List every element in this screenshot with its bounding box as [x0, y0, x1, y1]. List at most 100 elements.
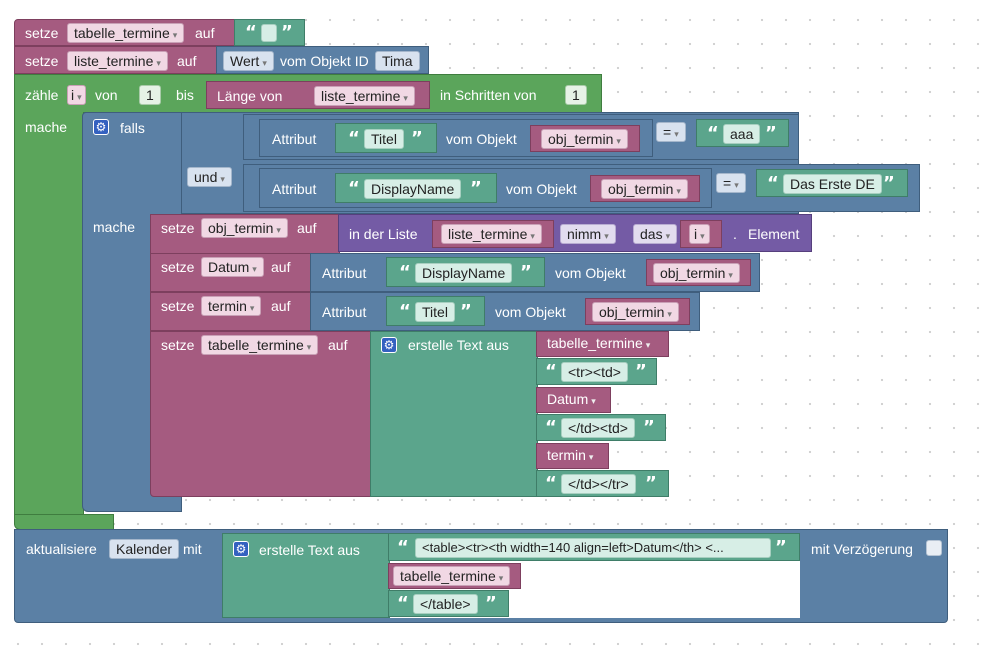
- var-dropdown[interactable]: tabelle_termine▾: [201, 335, 319, 355]
- auf-label: auf: [271, 259, 291, 275]
- var-dropdown[interactable]: Datum▾: [541, 390, 602, 410]
- get-value-block[interactable]: Wert▾ vom Objekt ID Tima: [216, 46, 429, 74]
- text-field[interactable]: </table>: [413, 594, 478, 614]
- auf-label: auf: [271, 298, 291, 314]
- und-dropdown[interactable]: und▾: [187, 167, 232, 187]
- chevron-down-icon: ▾: [728, 270, 733, 280]
- target-field[interactable]: Kalender: [109, 539, 180, 559]
- quote-close-icon: ”: [645, 473, 657, 494]
- text-field[interactable]: Titel: [364, 129, 404, 149]
- text-field[interactable]: </td></tr>: [561, 474, 636, 494]
- quote-close-icon: ”: [775, 537, 787, 558]
- text-field[interactable]: [261, 24, 277, 42]
- obj-var-block[interactable]: obj_termin▾: [590, 175, 700, 202]
- text-field[interactable]: DisplayName: [415, 263, 513, 283]
- join-item-text[interactable]: “ </td></tr> ”: [536, 470, 669, 497]
- quote-close-icon: ”: [765, 123, 777, 144]
- das-dropdown[interactable]: das▾: [633, 224, 678, 244]
- delay-checkbox[interactable]: [926, 540, 942, 556]
- set-termin-block[interactable]: setze termin▾ auf: [150, 292, 315, 331]
- text-field[interactable]: aaa: [723, 124, 761, 144]
- list-var-dropdown[interactable]: liste_termine▾: [314, 86, 415, 106]
- wert-dropdown[interactable]: Wert▾: [223, 51, 274, 71]
- join-item-text[interactable]: “ </table> ”: [388, 590, 509, 617]
- step-number[interactable]: 1: [565, 85, 587, 105]
- object-id-field[interactable]: Tima: [375, 51, 420, 71]
- chevron-down-icon: ▾: [674, 129, 679, 139]
- obj-var-dropdown[interactable]: obj_termin▾: [592, 302, 679, 322]
- chevron-down-icon: ▾: [645, 340, 651, 350]
- text-field[interactable]: Das Erste DE: [783, 174, 882, 194]
- list-var-dropdown[interactable]: liste_termine▾: [441, 224, 542, 244]
- obj-var-block[interactable]: obj_termin▾: [530, 125, 640, 152]
- length-of-block[interactable]: Länge von liste_termine▾: [206, 81, 430, 109]
- index-dropdown[interactable]: i▾: [689, 224, 710, 244]
- obj-var-block[interactable]: obj_termin▾: [646, 259, 751, 286]
- index-var: i: [694, 226, 698, 242]
- var-dropdown[interactable]: termin▾: [201, 296, 262, 316]
- join-text-block[interactable]: ⚙ erstelle Text aus: [222, 533, 390, 618]
- text-block-das-erste[interactable]: “ Das Erste DE ”: [756, 169, 908, 197]
- var-dropdown[interactable]: Datum▾: [201, 257, 264, 277]
- var-dropdown[interactable]: liste_termine▾: [67, 51, 168, 71]
- gear-icon[interactable]: ⚙: [93, 119, 109, 135]
- chevron-down-icon: ▾: [77, 92, 82, 102]
- obj-var-dropdown[interactable]: obj_termin▾: [601, 179, 688, 199]
- set-liste-block[interactable]: setze liste_termine▾ auf: [14, 46, 224, 74]
- set-tabelle-block[interactable]: setze tabelle_termine▾ auf: [14, 19, 236, 46]
- text-block-displayname[interactable]: “ DisplayName ”: [335, 173, 497, 203]
- obj-var: obj_termin: [548, 131, 614, 147]
- setze-label: setze: [161, 298, 195, 314]
- text-block-titel[interactable]: “ Titel ”: [335, 123, 437, 153]
- set-obj-termin-block[interactable]: setze obj_termin▾ auf: [150, 214, 340, 254]
- join-item-text[interactable]: “ <tr><td> ”: [536, 358, 657, 385]
- gear-icon[interactable]: ⚙: [381, 337, 397, 353]
- join-item-var[interactable]: tabelle_termine▾: [536, 331, 669, 357]
- join-item-var[interactable]: termin▾: [536, 443, 609, 469]
- join-item-text[interactable]: “ </td><td> ”: [536, 414, 666, 441]
- var-dropdown[interactable]: tabelle_termine▾: [67, 23, 185, 43]
- chevron-down-icon: ▾: [276, 225, 281, 235]
- text-block-titel[interactable]: “ Titel ”: [386, 296, 485, 326]
- text-field[interactable]: DisplayName: [364, 179, 462, 199]
- gear-icon[interactable]: ⚙: [233, 541, 249, 557]
- chevron-down-icon: ▾: [604, 231, 609, 241]
- obj-var-dropdown[interactable]: obj_termin▾: [653, 263, 740, 283]
- join-item-var[interactable]: Datum▾: [536, 387, 611, 413]
- loop-var-dropdown[interactable]: i▾: [67, 85, 86, 105]
- var-dropdown[interactable]: tabelle_termine▾: [393, 566, 511, 586]
- var-dropdown[interactable]: obj_termin▾: [201, 218, 288, 238]
- operator-dropdown[interactable]: =▾: [656, 122, 686, 142]
- von-label: von: [95, 87, 118, 103]
- list-get-block[interactable]: in der Liste nimm▾ das▾ . Element: [338, 214, 812, 252]
- from-number[interactable]: 1: [139, 85, 161, 105]
- join-text-block[interactable]: ⚙ erstelle Text aus: [370, 331, 538, 497]
- obj-var: obj_termin: [608, 181, 674, 197]
- set-datum-block[interactable]: setze Datum▾ auf: [150, 253, 315, 292]
- obj-var-block[interactable]: obj_termin▾: [585, 298, 690, 325]
- list-var-block[interactable]: liste_termine▾: [432, 220, 554, 248]
- index-var-block[interactable]: i▾: [680, 220, 722, 248]
- text-block-aaa[interactable]: “ aaa ”: [696, 119, 789, 147]
- text-field[interactable]: Titel: [415, 302, 455, 322]
- loop-bottom: [14, 514, 114, 530]
- quote-close-icon: ”: [520, 262, 532, 283]
- text-block-displayname[interactable]: “ DisplayName ”: [386, 257, 545, 287]
- operator-dropdown[interactable]: =▾: [716, 173, 746, 193]
- text-field[interactable]: </td><td>: [561, 418, 635, 438]
- var-dropdown[interactable]: tabelle_termine▾: [541, 334, 657, 354]
- nimm-dropdown[interactable]: nimm▾: [560, 224, 616, 244]
- empty-text-block[interactable]: “ ”: [234, 19, 305, 46]
- mache-label: mache: [93, 219, 136, 235]
- laenge-von-label: Länge von: [217, 88, 283, 104]
- var-dropdown[interactable]: termin▾: [541, 446, 599, 466]
- attribut-label: Attribut: [272, 181, 317, 197]
- join-item-text[interactable]: “ <table><tr><th width=140 align=left>Da…: [388, 533, 800, 561]
- set-tabelle-join-block[interactable]: setze tabelle_termine▾ auf: [150, 331, 372, 497]
- var-name: tabelle_termine: [547, 335, 643, 351]
- loop-var: i: [71, 87, 75, 103]
- obj-var-dropdown[interactable]: obj_termin▾: [541, 129, 628, 149]
- text-field[interactable]: <tr><td>: [561, 362, 628, 382]
- text-field[interactable]: <table><tr><th width=140 align=left>Datu…: [415, 538, 771, 558]
- join-item-var[interactable]: tabelle_termine▾: [388, 563, 521, 589]
